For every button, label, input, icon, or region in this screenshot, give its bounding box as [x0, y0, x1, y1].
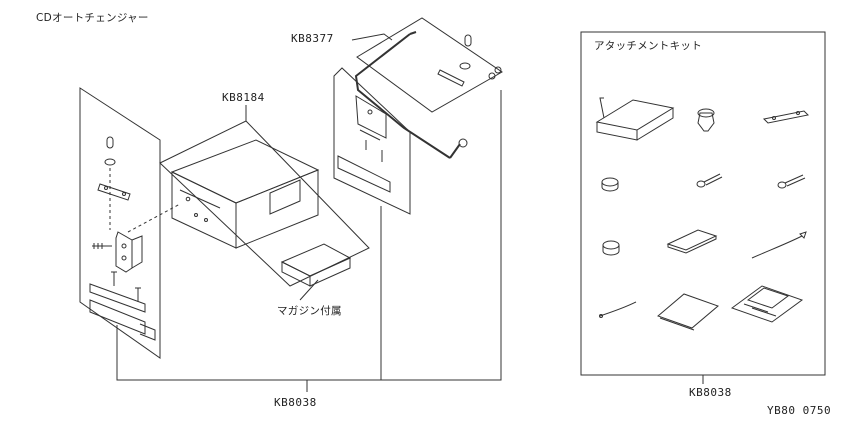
kit-clip: [698, 109, 714, 131]
kit-small-tie: [600, 302, 637, 318]
changer-unit: [172, 140, 318, 248]
kit-channel-bracket: [597, 98, 673, 140]
attachment-kit-box: [581, 32, 825, 384]
left-mounting-panel: [80, 88, 180, 358]
part-label-kb8038-kit: KB8038: [689, 386, 732, 399]
part-label-kb8038-main: KB8038: [274, 396, 317, 409]
kit-bolt-washer: [697, 174, 722, 187]
magazine: [282, 244, 350, 300]
kit-manual: [658, 294, 718, 330]
kit-spacer: [603, 241, 619, 255]
kit-label-sheet: [732, 286, 802, 322]
diagram-title: CDオートチェンジャー: [36, 12, 149, 24]
upper-right-panel: [334, 18, 502, 214]
kit-screw: [778, 175, 805, 188]
part-label-kb8184: KB8184: [222, 91, 265, 104]
magazine-label: マガジン付属: [277, 305, 342, 317]
kit-strap: [764, 111, 808, 123]
kit-cable-tie: [752, 232, 806, 258]
part-label-kb8377: KB8377: [291, 32, 334, 45]
changer-platform: [160, 105, 369, 286]
diagram-code: YB80 0750: [767, 404, 832, 417]
kit-title: アタッチメントキット: [594, 40, 702, 52]
main-harness-lines: [117, 90, 501, 392]
kit-nut: [602, 178, 618, 191]
kit-pad: [668, 230, 716, 253]
